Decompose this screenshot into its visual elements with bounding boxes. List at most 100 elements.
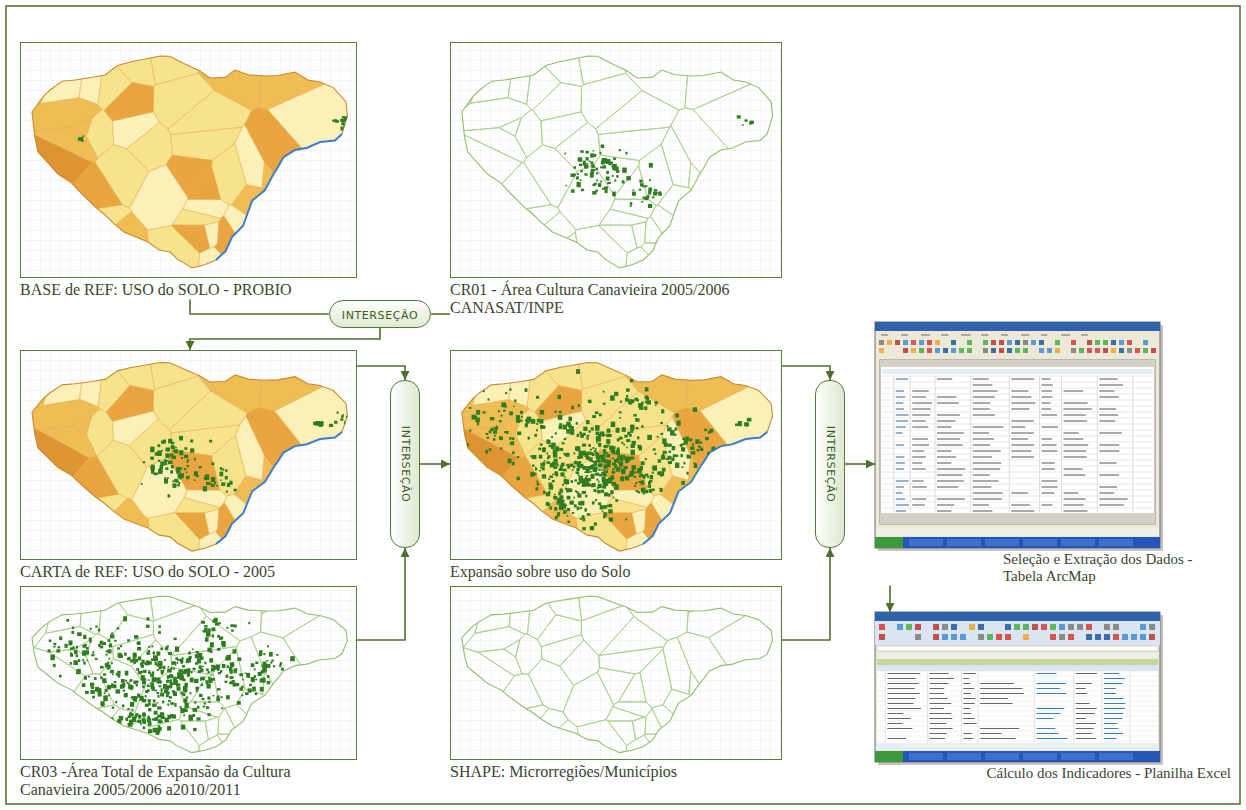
cane-patch — [584, 508, 587, 511]
cane-patch — [625, 152, 627, 155]
cane-patch — [606, 434, 609, 437]
cell-value — [1042, 439, 1053, 440]
cane-patch — [234, 668, 237, 671]
cane-patch — [196, 475, 199, 477]
cane-patch — [595, 460, 597, 463]
cane-patch — [559, 423, 562, 427]
cane-patch — [568, 425, 572, 428]
cane-patch — [95, 658, 98, 660]
municipality-cell — [632, 717, 646, 739]
municipality-cell — [283, 593, 357, 675]
municipality-cell — [729, 710, 761, 760]
cell-value — [896, 403, 903, 404]
cane-patch — [623, 444, 625, 446]
cane-patch — [284, 675, 286, 677]
cane-patch — [133, 658, 136, 661]
cane-patch — [640, 183, 643, 186]
tool-icon — [1079, 348, 1084, 353]
municipality-cell — [262, 516, 313, 560]
menu-item — [921, 335, 930, 336]
cane-patch — [252, 687, 256, 692]
municipality-cell — [276, 468, 324, 534]
cane-patch — [503, 404, 506, 407]
cane-patch — [209, 440, 212, 443]
cane-patch — [505, 392, 507, 394]
cane-patch — [590, 449, 592, 451]
cane-patch — [466, 444, 469, 447]
cane-patch — [554, 494, 556, 495]
cane-patch — [182, 665, 185, 667]
cane-patch — [129, 685, 133, 689]
municipality-cell — [661, 125, 691, 187]
cane-patch — [704, 429, 707, 431]
municipality-cell — [166, 155, 212, 196]
table-column — [893, 376, 894, 512]
cane-patch — [681, 466, 683, 468]
cane-patch — [551, 436, 553, 438]
cane-patch — [598, 469, 600, 471]
cane-patch — [167, 678, 169, 680]
cane-patch — [219, 637, 222, 640]
table-column — [1133, 376, 1134, 512]
municipality-cell — [676, 740, 693, 760]
municipality-cell — [558, 165, 615, 230]
cane-patch — [558, 469, 560, 471]
cane-patch — [225, 476, 228, 480]
cane-patch — [560, 472, 564, 476]
cane-patch — [563, 453, 565, 454]
cane-patch — [633, 414, 636, 416]
cane-patch — [77, 669, 81, 674]
cane-patch — [698, 445, 701, 447]
cane-patch — [630, 450, 634, 456]
municipality-cell — [666, 257, 683, 272]
municipality-cell — [244, 517, 272, 544]
cane-patch — [649, 163, 653, 168]
municipality-cell — [320, 187, 357, 223]
cane-patch — [112, 707, 114, 709]
cell-value — [1011, 403, 1035, 404]
cane-patch — [547, 502, 549, 504]
cane-patch — [169, 674, 173, 678]
cane-patch — [221, 707, 223, 709]
municipality-cell — [597, 668, 635, 705]
cane-patch — [588, 430, 590, 432]
cane-patch — [571, 189, 575, 192]
cane-patch — [469, 407, 471, 409]
cane-patch — [143, 733, 148, 739]
cane-patch — [137, 641, 141, 645]
municipality-cell — [109, 615, 154, 647]
cane-patch — [255, 662, 258, 664]
cane-patch — [582, 163, 585, 166]
cane-patch — [616, 175, 618, 178]
cane-patch — [546, 452, 548, 454]
cane-patch — [594, 450, 597, 452]
cane-patch — [714, 451, 716, 453]
cane-patch — [205, 474, 209, 480]
cane-patch — [344, 128, 347, 131]
municipality-cell — [230, 730, 247, 741]
cane-patch — [147, 685, 150, 687]
municipality-cell — [38, 426, 97, 458]
cane-patch — [615, 499, 618, 502]
municipality-cell — [99, 586, 128, 640]
cane-patch — [652, 472, 654, 474]
cane-patch — [549, 483, 553, 487]
cane-patch — [158, 460, 160, 462]
cane-patch — [635, 482, 637, 484]
cane-patch — [568, 417, 572, 421]
table-row — [880, 382, 1155, 383]
cane-patch — [532, 464, 534, 466]
cane-patch — [106, 719, 109, 723]
tool-icon — [1119, 348, 1124, 353]
cane-patch — [255, 679, 257, 681]
cane-patch — [208, 671, 210, 673]
cane-patch — [205, 680, 208, 684]
cane-patch — [68, 640, 72, 645]
municipality-cell — [560, 458, 615, 518]
municipality-cell — [117, 231, 154, 278]
cane-patch — [206, 706, 208, 708]
cane-patch — [620, 401, 622, 403]
cane-patch — [181, 662, 183, 664]
cane-patch — [567, 496, 571, 500]
cane-patch — [595, 448, 597, 450]
